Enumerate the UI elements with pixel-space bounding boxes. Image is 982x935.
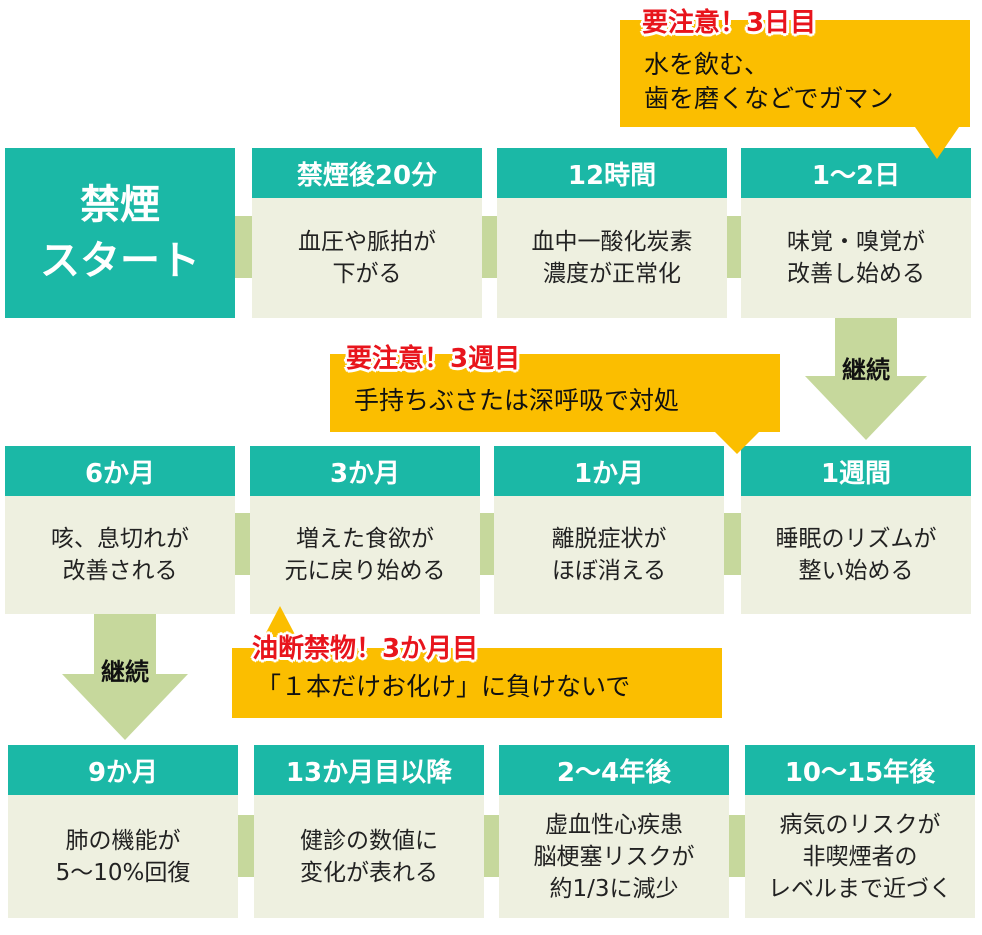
timeline-step: 13か月目以降健診の数値に 変化が表れる bbox=[254, 745, 484, 918]
step-body: 咳、息切れが 改善される bbox=[5, 496, 235, 614]
arrow-label: 継続 bbox=[842, 356, 890, 384]
callout-pointer bbox=[915, 127, 959, 159]
start-label: 禁煙 スタート bbox=[40, 182, 200, 284]
connector bbox=[729, 814, 745, 877]
timeline-step: 10〜15年後病気のリスクが 非喫煙者の レベルまで近づく bbox=[745, 745, 975, 918]
timeline-step: 9か月肺の機能が 5〜10%回復 bbox=[8, 745, 238, 918]
callout-title: 油断禁物！3か月目 bbox=[252, 634, 479, 664]
continue-arrow-1: 継続 bbox=[805, 318, 927, 440]
step-header: 9か月 bbox=[8, 745, 238, 795]
timeline-step: 禁煙後20分血圧や脈拍が 下がる bbox=[252, 148, 482, 318]
timeline-step: 1か月離脱症状が ほぼ消える bbox=[494, 446, 724, 614]
callout-pointer bbox=[258, 606, 302, 648]
callout-title: 要注意！3週目 bbox=[346, 344, 521, 374]
connector bbox=[480, 513, 494, 575]
step-header: 6か月 bbox=[5, 446, 235, 496]
callout-3months: 油断禁物！3か月目 「１本だけお化け」に負けないで bbox=[232, 606, 722, 718]
callout-text: 手持ちぶさたは深呼吸で対処 bbox=[354, 386, 680, 415]
timeline-step: 3か月増えた食欲が 元に戻り始める bbox=[250, 446, 480, 614]
step-body: 離脱症状が ほぼ消える bbox=[494, 496, 724, 614]
start-box: 禁煙 スタート bbox=[5, 148, 235, 318]
step-header: 禁煙後20分 bbox=[252, 148, 482, 198]
step-header: 1〜2日 bbox=[741, 148, 971, 198]
timeline-step: 1週間睡眠のリズムが 整い始める bbox=[741, 446, 971, 614]
step-body: 血圧や脈拍が 下がる bbox=[252, 198, 482, 318]
step-body: 睡眠のリズムが 整い始める bbox=[741, 496, 971, 614]
callout-text: 水を飲む、 歯を磨くなどでガマン bbox=[644, 50, 894, 113]
step-body: 虚血性心疾患 脳梗塞リスクが 約1/3に減少 bbox=[499, 795, 729, 918]
step-header: 2〜4年後 bbox=[499, 745, 729, 795]
timeline-step: 12時間血中一酸化炭素 濃度が正常化 bbox=[497, 148, 727, 318]
timeline-step: 6か月咳、息切れが 改善される bbox=[5, 446, 235, 614]
callout-title: 要注意！3日目 bbox=[642, 8, 817, 38]
connector bbox=[235, 216, 252, 278]
step-header: 10〜15年後 bbox=[745, 745, 975, 795]
step-header: 13か月目以降 bbox=[254, 745, 484, 795]
step-header: 1週間 bbox=[741, 446, 971, 496]
step-header: 3か月 bbox=[250, 446, 480, 496]
connector bbox=[238, 814, 254, 877]
callout-text: 「１本だけお化け」に負けないで bbox=[256, 672, 631, 701]
callout-3days: 要注意！3日目 水を飲む、 歯を磨くなどでガマン bbox=[620, 8, 970, 159]
step-header: 12時間 bbox=[497, 148, 727, 198]
connector bbox=[482, 216, 497, 278]
step-header: 1か月 bbox=[494, 446, 724, 496]
step-body: 健診の数値に 変化が表れる bbox=[254, 795, 484, 918]
connector bbox=[484, 814, 499, 877]
connector bbox=[235, 513, 250, 575]
continue-arrow-2: 継続 bbox=[62, 614, 188, 740]
step-body: 肺の機能が 5〜10%回復 bbox=[8, 795, 238, 918]
arrow-label: 継続 bbox=[101, 658, 149, 686]
step-body: 血中一酸化炭素 濃度が正常化 bbox=[497, 198, 727, 318]
connector bbox=[724, 513, 741, 575]
callout-pointer bbox=[715, 432, 759, 454]
callout-3weeks: 要注意！3週目 手持ちぶさたは深呼吸で対処 bbox=[330, 344, 780, 454]
step-body: 味覚・嗅覚が 改善し始める bbox=[741, 198, 971, 318]
timeline-step: 1〜2日味覚・嗅覚が 改善し始める bbox=[741, 148, 971, 318]
step-body: 増えた食欲が 元に戻り始める bbox=[250, 496, 480, 614]
connector bbox=[727, 216, 741, 278]
step-body: 病気のリスクが 非喫煙者の レベルまで近づく bbox=[745, 795, 975, 918]
timeline-step: 2〜4年後虚血性心疾患 脳梗塞リスクが 約1/3に減少 bbox=[499, 745, 729, 918]
